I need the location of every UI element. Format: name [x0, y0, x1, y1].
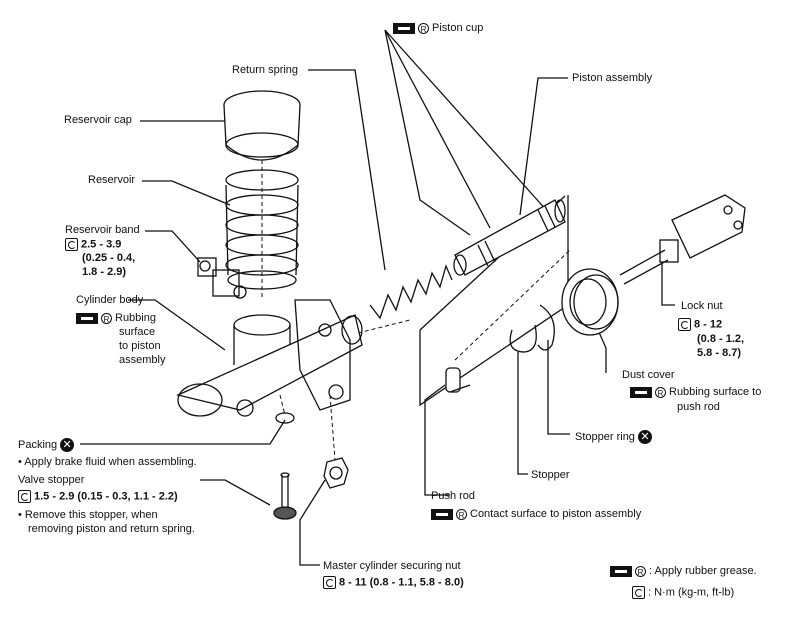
leader-return-spring: [308, 69, 386, 271]
replace-part-icon: ✕: [637, 430, 652, 444]
r-circle-icon: R: [456, 508, 467, 520]
r-circle-icon: R: [635, 565, 646, 577]
piston-cup-text: Piston cup: [432, 22, 484, 34]
leader-dust-cover: [597, 329, 607, 373]
torque-wrench-icon: [678, 318, 691, 331]
valve-stopper-torque-text: 1.5 - 2.9 (0.15 - 0.3, 1.1 - 2.2): [34, 490, 178, 503]
packing-note: • Apply brake fluid when assembling.: [18, 456, 197, 468]
push-rod-note-text: Contact surface to piston assembly: [470, 508, 642, 520]
torque-wrench-icon: [632, 586, 645, 599]
lock-nut-torque: 8 - 12: [678, 318, 722, 331]
legend-torque-text: : N·m (kg-m, ft-lb): [648, 586, 735, 599]
rubber-grease-icon: [630, 386, 652, 398]
dust-cover-note-1: Rubbing surface to: [669, 386, 762, 398]
legend-grease: R: Apply rubber grease.: [610, 565, 757, 578]
valve-stopper-label: Valve stopper: [18, 474, 85, 486]
torque-wrench-icon: [18, 490, 31, 503]
stopper-ring-text: Stopper ring: [575, 430, 635, 443]
legend-torque: : N·m (kg-m, ft-lb): [632, 586, 734, 599]
reservoir-band-label: Reservoir band: [65, 224, 140, 236]
r-circle-icon: R: [655, 386, 666, 398]
leader-stopper: [517, 352, 528, 475]
leader-piston-cup-3: [384, 29, 549, 213]
dust-cover-note-2: push rod: [677, 401, 720, 413]
reservoir-label: Reservoir: [88, 174, 136, 186]
cylinder-body-note-3: to piston: [119, 340, 161, 352]
legend-grease-text: : Apply rubber grease.: [649, 565, 757, 577]
lock-nut-label: Lock nut: [681, 300, 723, 312]
leader-securing-nut: [299, 479, 326, 566]
torque-wrench-icon: [323, 576, 336, 589]
leader-piston-assembly: [519, 77, 568, 216]
packing-text: Packing: [18, 438, 58, 451]
lock-nut-torque-1: 8 - 12: [694, 318, 723, 331]
leader-lock-nut: [661, 262, 675, 306]
leader-valve-stopper: [200, 479, 271, 506]
replace-part-icon: ✕: [60, 438, 75, 452]
reservoir-band-torque-3: 1.8 - 2.9): [82, 266, 127, 278]
reservoir-cap-label: Reservoir cap: [64, 114, 132, 126]
packing-label: Packing✕: [18, 438, 75, 452]
leader-piston-cup: [384, 29, 471, 236]
securing-nut-label: Master cylinder securing nut: [323, 560, 461, 572]
lock-nut-torque-3: 5.8 - 8.7): [697, 347, 742, 359]
cylinder-body-note-1: Rubbing: [115, 312, 156, 324]
dust-cover-label: Dust cover: [622, 369, 675, 381]
torque-wrench-icon: [65, 238, 78, 251]
valve-stopper-note-1: • Remove this stopper, when: [18, 509, 158, 521]
securing-nut-torque: 8 - 11 (0.8 - 1.1, 5.8 - 8.0): [323, 576, 464, 589]
r-circle-icon: R: [101, 312, 112, 324]
reservoir-band-torque: 2.5 - 3.9: [65, 238, 121, 251]
r-circle-icon: R: [418, 22, 429, 34]
stopper-ring-label: Stopper ring✕: [575, 430, 652, 444]
piston-assembly-label: Piston assembly: [572, 72, 653, 84]
leader-reservoir: [142, 180, 231, 206]
leader-reservoir-band: [145, 230, 201, 263]
leader-push-rod: [424, 384, 450, 496]
rubber-grease-icon: [76, 312, 98, 324]
push-rod-label: Push rod: [431, 490, 476, 502]
rubber-grease-icon: [610, 565, 632, 577]
stopper-label: Stopper: [531, 469, 570, 481]
leader-packing: [80, 419, 286, 445]
cylinder-body-note-2: surface: [119, 326, 156, 338]
valve-stopper-note-2: removing piston and return spring.: [28, 523, 195, 535]
leader-cylinder-body: [128, 299, 226, 351]
cylinder-body-note-4: assembly: [119, 354, 166, 366]
leader-stopper-ring: [547, 340, 570, 435]
rubber-grease-icon: [431, 508, 453, 520]
return-spring-label: Return spring: [232, 64, 299, 76]
cylinder-body-label: Cylinder body: [76, 294, 144, 306]
rubber-grease-icon: [393, 22, 415, 34]
leader-piston-cup-2: [384, 29, 491, 229]
securing-nut-torque-text: 8 - 11 (0.8 - 1.1, 5.8 - 8.0): [339, 576, 464, 589]
valve-stopper-torque: 1.5 - 2.9 (0.15 - 0.3, 1.1 - 2.2): [18, 490, 178, 503]
lock-nut-torque-2: (0.8 - 1.2,: [697, 333, 745, 345]
reservoir-band-torque-2: (0.25 - 0.4,: [82, 252, 136, 264]
reservoir-band-torque-1: 2.5 - 3.9: [81, 238, 122, 251]
